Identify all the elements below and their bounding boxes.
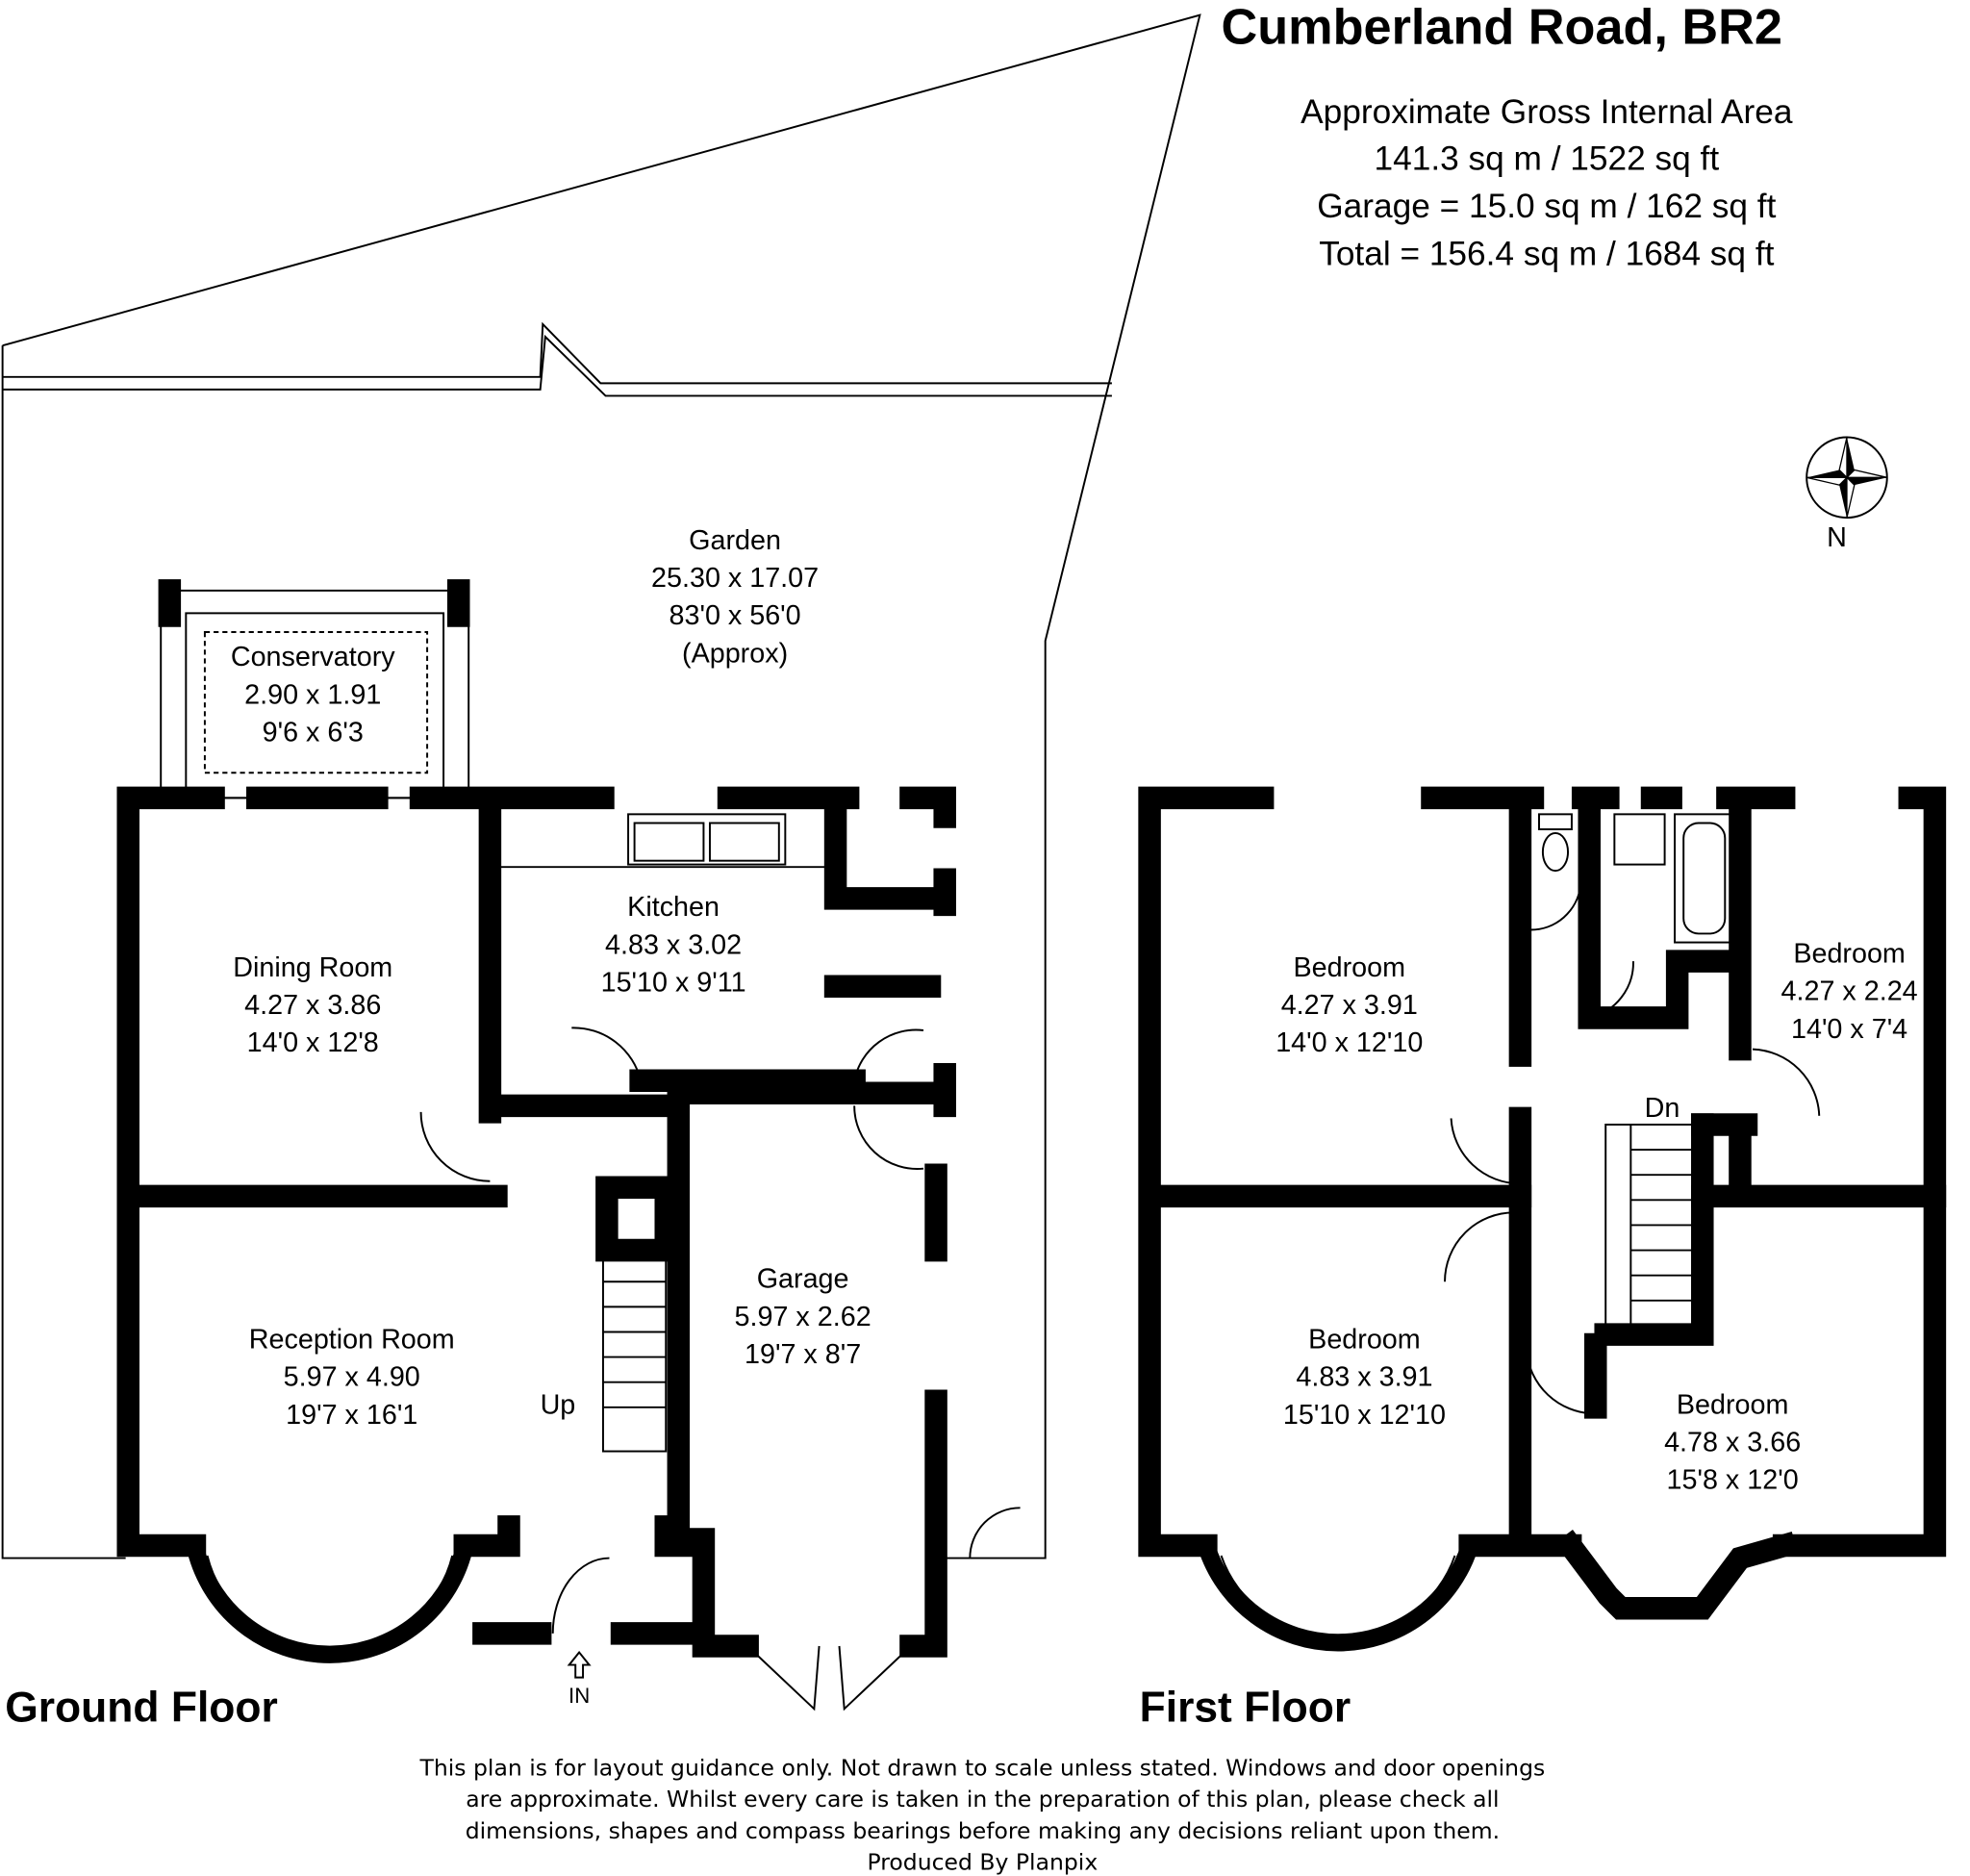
room-name: Conservatory bbox=[231, 642, 395, 672]
area-line-4: Total = 156.4 sq m / 1684 sq ft bbox=[1319, 236, 1774, 273]
area-line-3: Garage = 15.0 sq m / 162 sq ft bbox=[1317, 188, 1776, 225]
room-metric: 4.83 x 3.91 bbox=[1296, 1362, 1432, 1393]
room-bedroom-3: Bedroom 4.83 x 3.91 15'10 x 12'10 bbox=[1283, 1324, 1446, 1430]
room-name: Bedroom bbox=[1677, 1389, 1789, 1420]
room-metric: 2.90 x 1.91 bbox=[244, 679, 381, 710]
producer-credit: Produced By Planpix bbox=[868, 1848, 1099, 1875]
room-garage: Garage 5.97 x 2.62 19'7 x 8'7 bbox=[735, 1264, 871, 1370]
disclaimer-line-1: This plan is for layout guidance only. N… bbox=[419, 1755, 1546, 1782]
garden-boundary bbox=[1, 13, 1201, 1559]
room-imperial: 15'10 x 12'10 bbox=[1283, 1400, 1446, 1431]
doors-first bbox=[1444, 885, 1821, 1415]
room-note: (Approx) bbox=[682, 638, 788, 669]
room-name: Reception Room bbox=[249, 1324, 455, 1355]
room-dining: Dining Room 4.27 x 3.86 14'0 x 12'8 bbox=[233, 952, 392, 1058]
entrance-arrow-icon bbox=[567, 1650, 592, 1679]
doors-ground bbox=[419, 1027, 1021, 1711]
room-name: Dining Room bbox=[233, 952, 392, 983]
stairs-down-label: Dn bbox=[1645, 1093, 1680, 1124]
room-imperial: 15'10 x 9'11 bbox=[601, 968, 746, 999]
room-imperial: 19'7 x 8'7 bbox=[745, 1339, 861, 1370]
room-metric: 4.27 x 3.91 bbox=[1281, 990, 1418, 1021]
room-imperial: 83'0 x 56'0 bbox=[669, 600, 801, 631]
room-name: Bedroom bbox=[1308, 1324, 1421, 1355]
area-line-2: 141.3 sq m / 1522 sq ft bbox=[1375, 139, 1720, 177]
room-metric: 5.97 x 4.90 bbox=[284, 1362, 420, 1393]
first-floor-label: First Floor bbox=[1140, 1684, 1351, 1731]
room-name: Garage bbox=[757, 1264, 849, 1295]
entrance-label: IN bbox=[568, 1684, 590, 1708]
room-imperial: 19'7 x 16'1 bbox=[286, 1400, 417, 1431]
room-metric: 4.78 x 3.66 bbox=[1664, 1428, 1801, 1458]
room-metric: 25.30 x 17.07 bbox=[651, 563, 819, 594]
disclaimer-line-2: are approximate. Whilst every care is ta… bbox=[466, 1786, 1499, 1813]
room-kitchen: Kitchen 4.83 x 3.02 15'10 x 9'11 bbox=[601, 892, 746, 998]
room-imperial: 15'8 x 12'0 bbox=[1667, 1465, 1799, 1496]
disclaimer-line-3: dimensions, shapes and compass bearings … bbox=[466, 1817, 1500, 1844]
area-line-1: Approximate Gross Internal Area bbox=[1301, 93, 1793, 131]
room-reception: Reception Room 5.97 x 4.90 19'7 x 16'1 bbox=[249, 1324, 455, 1430]
first-floor-walls bbox=[1138, 786, 1947, 1652]
room-imperial: 14'0 x 12'10 bbox=[1275, 1027, 1423, 1058]
room-imperial: 14'0 x 12'8 bbox=[247, 1027, 379, 1058]
room-name: Bedroom bbox=[1793, 938, 1906, 969]
ground-floor-label: Ground Floor bbox=[5, 1684, 278, 1731]
room-bedroom-4: Bedroom 4.78 x 3.66 15'8 x 12'0 bbox=[1664, 1389, 1801, 1495]
bathroom-fixtures bbox=[1538, 813, 1735, 944]
room-metric: 4.27 x 2.24 bbox=[1781, 976, 1918, 1007]
room-imperial: 9'6 x 6'3 bbox=[263, 718, 364, 748]
ground-floor-walls bbox=[116, 579, 956, 1663]
stairs-first bbox=[1604, 1123, 1695, 1333]
kitchen-sinks bbox=[499, 813, 830, 869]
room-metric: 4.27 x 3.86 bbox=[244, 990, 381, 1021]
compass-label: N bbox=[1827, 522, 1847, 553]
stairs-up-label: Up bbox=[541, 1389, 576, 1420]
room-bedroom-1: Bedroom 4.27 x 3.91 14'0 x 12'10 bbox=[1275, 952, 1423, 1058]
stairs-ground bbox=[601, 1255, 668, 1453]
room-imperial: 14'0 x 7'4 bbox=[1791, 1014, 1907, 1045]
room-name: Garden bbox=[689, 525, 781, 556]
room-garden: Garden 25.30 x 17.07 83'0 x 56'0 (Approx… bbox=[651, 525, 819, 670]
room-conservatory: Conservatory 2.90 x 1.91 9'6 x 6'3 bbox=[231, 642, 395, 748]
room-bedroom-2: Bedroom 4.27 x 2.24 14'0 x 7'4 bbox=[1781, 938, 1918, 1044]
room-metric: 4.83 x 3.02 bbox=[605, 929, 742, 960]
property-title: Cumberland Road, BR2 bbox=[1222, 0, 1782, 56]
conservatory-frame bbox=[160, 589, 470, 799]
compass-icon bbox=[1806, 436, 1888, 520]
room-metric: 5.97 x 2.62 bbox=[735, 1302, 871, 1332]
room-name: Bedroom bbox=[1294, 952, 1406, 983]
room-name: Kitchen bbox=[627, 892, 720, 923]
